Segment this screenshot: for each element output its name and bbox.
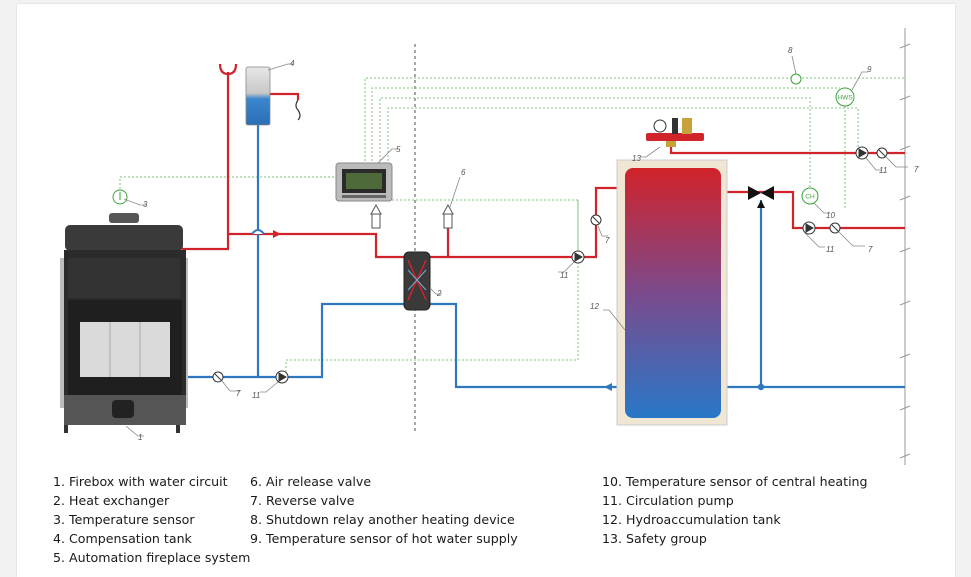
temperature-sensor-icon (112, 189, 128, 205)
callout-11-a: 11 (252, 391, 260, 400)
legend-item: 6. Air release valve (250, 474, 372, 489)
hws-sensor-label: HWS (837, 95, 853, 102)
hydroaccumulation-tank (616, 159, 728, 426)
callout-11-d: 11 (826, 245, 834, 254)
pipe-junction (757, 383, 765, 391)
air-release-valve-icon (370, 203, 454, 229)
legend-item: 2. Heat exchanger (53, 493, 170, 508)
callout-5: 5 (396, 145, 401, 154)
legend-column-3: 10. Temperature sensor of central heatin… (602, 472, 868, 548)
legend-column-2: 6. Air release valve 7. Reverse valve 8.… (250, 472, 518, 548)
cold-pipes (184, 124, 905, 389)
ch-sensor-icon: CH (801, 187, 819, 205)
callout-numbers: 1 2 3 4 5 6 7 7 7 7 8 9 10 11 11 11 11 1… (138, 46, 919, 442)
callout-11-c: 11 (879, 166, 887, 175)
legend-item: 7. Reverse valve (250, 493, 355, 508)
callout-6: 6 (461, 168, 466, 177)
pipe-crossing (251, 229, 265, 235)
flow-arrow-mixer-up (757, 200, 765, 208)
hot-pipes (182, 63, 905, 259)
callout-12: 12 (590, 302, 599, 311)
legend-item: 1. Firebox with water circuit (53, 474, 228, 489)
flow-arrow-cold (604, 383, 612, 391)
callout-4: 4 (290, 59, 295, 68)
compensation-tank (245, 66, 301, 126)
callout-leaders (123, 55, 908, 437)
ch-sensor-label: CH (805, 194, 815, 201)
automation-controller (335, 162, 393, 202)
heating-system-diagram: HWS CH (60, 28, 919, 465)
callout-7-d: 7 (868, 245, 873, 254)
circulation-pump-icon (275, 146, 869, 384)
legend-item: 10. Temperature sensor of central heatin… (602, 474, 868, 489)
wall-edge (899, 28, 911, 465)
legend-item: 3. Temperature sensor (53, 512, 195, 527)
callout-9: 9 (867, 65, 872, 74)
mixing-valve-icon (748, 186, 774, 200)
legend-item: 11. Circulation pump (602, 493, 734, 508)
legend-item: 5. Automation fireplace system (53, 550, 251, 565)
signal-lines (119, 77, 905, 378)
callout-3: 3 (143, 200, 148, 209)
callout-10: 10 (826, 211, 835, 220)
safety-group (646, 118, 704, 147)
shutdown-relay-icon (790, 73, 802, 85)
callout-7-c: 7 (914, 165, 919, 174)
legend-item: 4. Compensation tank (53, 531, 192, 546)
hws-sensor-icon: HWS (835, 87, 855, 107)
flow-arrow-hot (273, 230, 281, 238)
legend-column-1: 1. Firebox with water circuit 2. Heat ex… (53, 472, 250, 567)
callout-7-a: 7 (236, 389, 241, 398)
callout-11-b: 11 (560, 271, 568, 280)
callout-13: 13 (632, 154, 641, 163)
legend-item: 13. Safety group (602, 531, 707, 546)
reverse-valve-icon (212, 147, 888, 383)
legend-item: 12. Hydroaccumulation tank (602, 512, 781, 527)
heat-exchanger (403, 251, 431, 311)
callout-8: 8 (788, 46, 793, 55)
legend-item: 9. Temperature sensor of hot water suppl… (250, 531, 518, 546)
callout-2: 2 (436, 289, 442, 298)
legend-item: 8. Shutdown relay another heating device (250, 512, 515, 527)
firebox (60, 213, 188, 433)
callout-1: 1 (138, 433, 142, 442)
callout-7-b: 7 (605, 236, 610, 245)
